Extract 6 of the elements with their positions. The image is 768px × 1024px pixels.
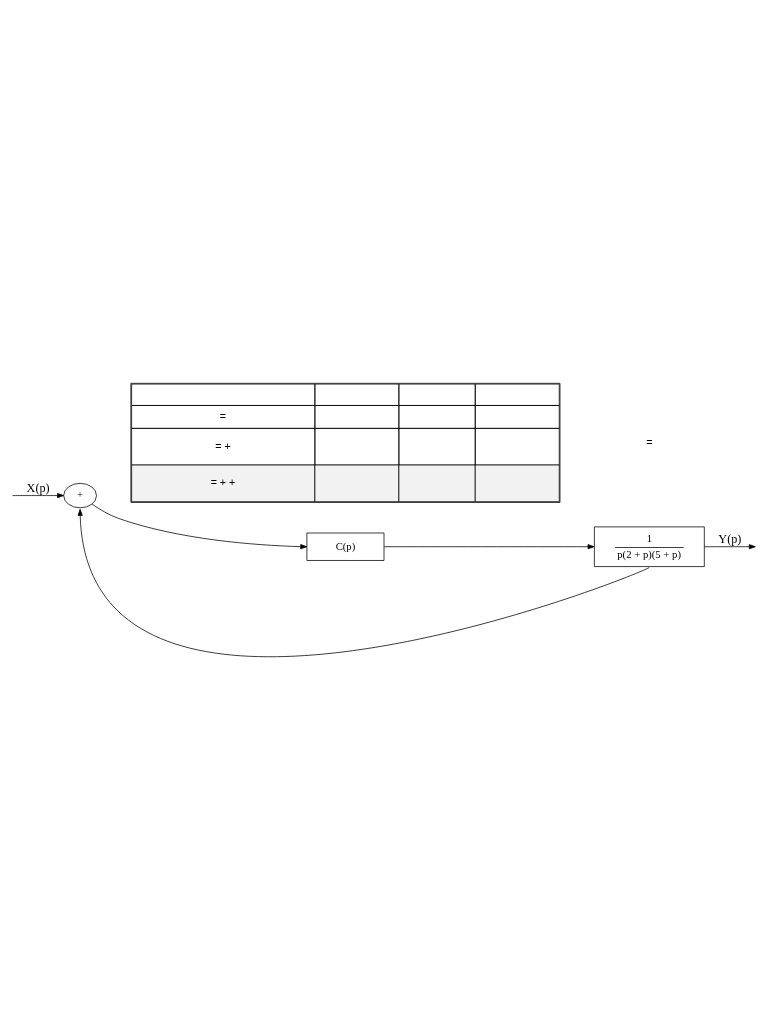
label: = + bbox=[215, 439, 231, 452]
edge-label: X(p) bbox=[26, 480, 50, 495]
edge-label: Y(p) bbox=[718, 531, 742, 546]
label: = bbox=[219, 409, 227, 422]
label: = + + bbox=[210, 475, 236, 488]
label: = bbox=[646, 435, 653, 448]
